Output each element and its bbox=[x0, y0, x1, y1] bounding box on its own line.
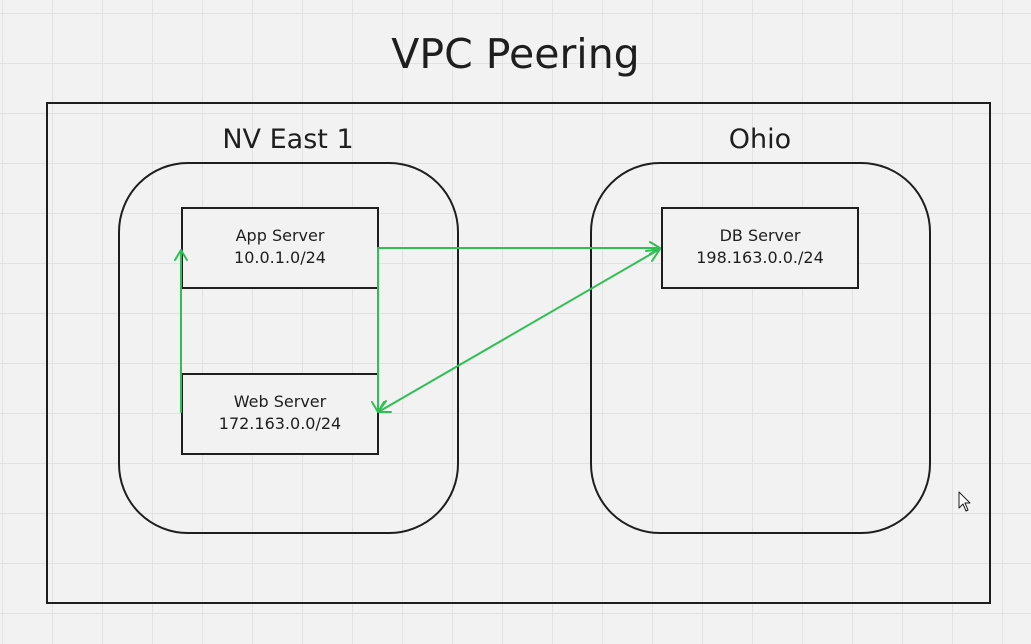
region-label-nv-east-1: NV East 1 bbox=[222, 124, 354, 155]
web-server-node[interactable]: Web Server 172.163.0.0/24 bbox=[181, 373, 379, 455]
app-server-cidr: 10.0.1.0/24 bbox=[234, 248, 326, 267]
vpc-peering-boundary[interactable] bbox=[46, 102, 991, 604]
app-server-name: App Server bbox=[235, 226, 325, 245]
db-server-cidr: 198.163.0.0./24 bbox=[696, 248, 824, 267]
app-server-node[interactable]: App Server 10.0.1.0/24 bbox=[181, 207, 379, 289]
region-label-ohio: Ohio bbox=[728, 124, 792, 155]
db-server-node[interactable]: DB Server 198.163.0.0./24 bbox=[661, 207, 859, 289]
web-server-cidr: 172.163.0.0/24 bbox=[218, 414, 342, 433]
mouse-cursor-icon bbox=[958, 491, 971, 512]
db-server-name: DB Server bbox=[719, 226, 801, 245]
web-server-name: Web Server bbox=[233, 392, 327, 411]
diagram-title: VPC Peering bbox=[391, 30, 640, 78]
